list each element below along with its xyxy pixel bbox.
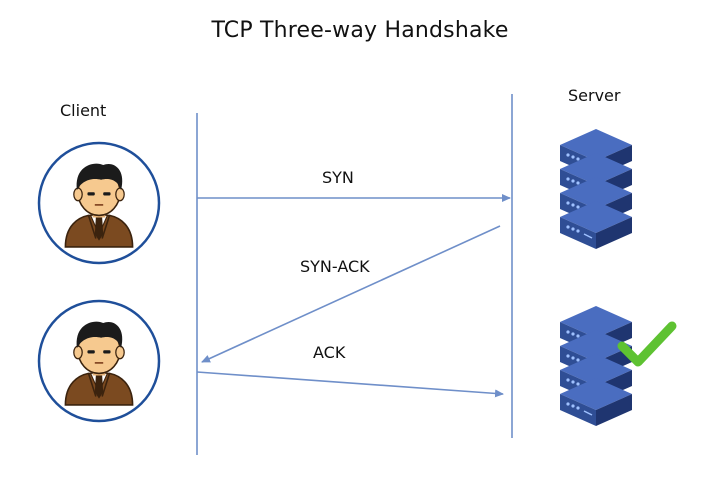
user-icon [37, 299, 161, 423]
checkmark-icon [617, 321, 677, 367]
server-label: Server [568, 86, 621, 105]
syn-label: SYN [322, 168, 354, 187]
ack-label: ACK [313, 343, 346, 362]
user-icon [37, 141, 161, 265]
server-icon [559, 128, 633, 250]
ack-arrow [196, 371, 504, 398]
diagram-title: TCP Three-way Handshake [211, 18, 509, 43]
client-label: Client [60, 101, 107, 120]
syn-ack-arrow [201, 225, 501, 363]
syn-ack-label: SYN-ACK [300, 257, 370, 276]
server-icon [559, 305, 633, 427]
